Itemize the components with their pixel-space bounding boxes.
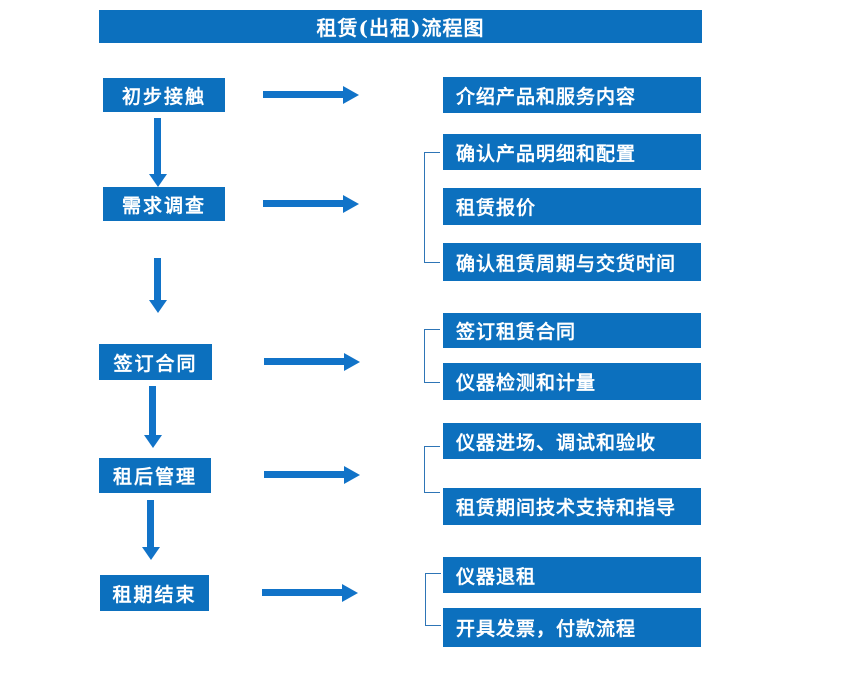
group-bracket <box>424 329 440 383</box>
arrow-head <box>149 300 167 313</box>
arrow-head <box>344 466 360 484</box>
arrow-shaft <box>147 500 154 547</box>
arrow-right-icon <box>263 195 359 213</box>
arrow-right-icon <box>263 86 359 104</box>
arrow-head <box>342 584 358 602</box>
detail-box-tech-support-during-lease: 租赁期间技术支持和指导 <box>443 488 701 525</box>
arrow-shaft <box>263 200 345 207</box>
arrow-head <box>343 86 359 104</box>
arrow-right-icon <box>264 466 360 484</box>
stage-box-lease-end: 租期结束 <box>100 575 209 611</box>
detail-box-sign-lease-contract: 签订租赁合同 <box>443 313 701 348</box>
arrow-head <box>144 435 162 448</box>
arrow-down-icon <box>149 118 167 187</box>
arrow-shaft <box>264 471 346 478</box>
stage-box-sign-contract: 签订合同 <box>99 344 212 380</box>
group-bracket <box>425 573 441 626</box>
stage-box-initial-contact: 初步接触 <box>103 78 225 112</box>
detail-box-instrument-return: 仪器退租 <box>443 557 701 593</box>
arrow-shaft <box>263 91 345 98</box>
arrow-head <box>343 195 359 213</box>
arrow-down-icon <box>142 500 160 560</box>
detail-box-instrument-testing-metering: 仪器检测和计量 <box>443 363 701 400</box>
detail-box-rental-quote: 租赁报价 <box>443 188 701 225</box>
arrow-head <box>142 547 160 560</box>
arrow-right-icon <box>262 584 358 602</box>
detail-box-invoice-payment: 开具发票，付款流程 <box>443 608 701 647</box>
arrow-shaft <box>262 589 344 596</box>
group-bracket <box>424 446 440 493</box>
arrow-down-icon <box>144 386 162 448</box>
stage-box-post-rental-management: 租后管理 <box>99 458 211 493</box>
arrow-right-icon <box>264 353 360 371</box>
arrow-shaft <box>154 118 161 174</box>
arrow-down-icon <box>149 258 167 313</box>
stage-box-demand-survey: 需求调查 <box>103 187 225 221</box>
detail-box-confirm-product-details: 确认产品明细和配置 <box>443 134 701 170</box>
group-bracket <box>424 152 440 263</box>
detail-box-confirm-lease-term-delivery: 确认租赁周期与交货时间 <box>443 243 701 281</box>
diagram-title: 租赁(出租)流程图 <box>99 10 702 43</box>
arrow-head <box>149 174 167 187</box>
arrow-shaft <box>149 386 156 435</box>
arrow-shaft <box>264 358 346 365</box>
arrow-shaft <box>154 258 161 300</box>
detail-box-intro-products-services: 介绍产品和服务内容 <box>443 77 701 113</box>
arrow-head <box>344 353 360 371</box>
detail-box-instrument-setup-acceptance: 仪器进场、调试和验收 <box>443 423 701 459</box>
